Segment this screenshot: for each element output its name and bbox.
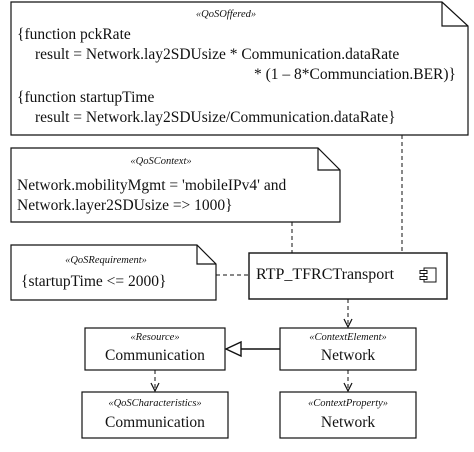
component-box-shape — [248, 252, 448, 300]
context-property-box-shape — [279, 391, 417, 439]
context-property-stereotype: «ContextProperty» — [307, 398, 389, 409]
resource-box-shape — [84, 327, 226, 371]
qos-context-line-1: Network.mobilityMgmt = 'mobileIPv4' and — [17, 177, 287, 194]
qos-context-note: «QoSContext» Network.mobilityMgmt = 'mob… — [11, 148, 340, 222]
context-property-name: Network — [320, 414, 376, 431]
qos-context-line-2: Network.layer2SDUsize => 1000} — [17, 197, 233, 214]
qos-offered-line-1: {function pckRate — [17, 26, 131, 43]
qos-characteristics-name: Communication — [105, 414, 205, 431]
qos-offered-line-2: result = Network.lay2SDUsize * Communica… — [35, 46, 400, 63]
resource-class-box[interactable]: «Resource» Communication — [85, 328, 225, 370]
resource-stereotype: «Resource» — [130, 332, 180, 343]
context-element-name: Network — [320, 347, 376, 364]
qos-offered-line-3: * (1 – 8*Communciation.BER)} — [253, 66, 456, 83]
component-icon — [419, 267, 437, 283]
context-property-class-box[interactable]: «ContextProperty» Network — [280, 392, 416, 438]
qos-context-stereotype: «QoSContext» — [130, 156, 192, 167]
qos-offered-stereotype: «QoSOffered» — [195, 9, 257, 20]
qos-context-note-shape — [10, 147, 341, 223]
qos-characteristics-class-box[interactable]: «QoSCharacteristics» Communication — [82, 392, 228, 438]
resource-name: Communication — [105, 347, 205, 364]
context-element-stereotype: «ContextElement» — [309, 332, 387, 343]
context-element-class-box[interactable]: «ContextElement» Network — [280, 328, 416, 370]
qos-offered-note-shape — [10, 1, 469, 136]
qos-requirement-note: «QoSRequirement» {startupTime <= 2000} — [11, 245, 216, 300]
qos-requirement-note-shape — [10, 244, 217, 301]
qos-offered-note: «QoSOffered» {function pckRate result = … — [11, 2, 468, 135]
qos-requirement-text: {startupTime <= 2000} — [21, 273, 167, 290]
qos-characteristics-box-shape — [81, 391, 229, 439]
qos-offered-line-5: result = Network.lay2SDUsize/Communicati… — [35, 109, 396, 126]
component-label: RTP_TFRCTransport — [256, 266, 395, 283]
qos-requirement-stereotype: «QoSRequirement» — [65, 255, 147, 266]
qos-offered-line-4: {function startupTime — [17, 89, 155, 106]
component-box[interactable]: RTP_TFRCTransport — [249, 253, 447, 299]
qos-characteristics-stereotype: «QoSCharacteristics» — [108, 398, 202, 409]
generalization-triangle — [224, 340, 242, 358]
